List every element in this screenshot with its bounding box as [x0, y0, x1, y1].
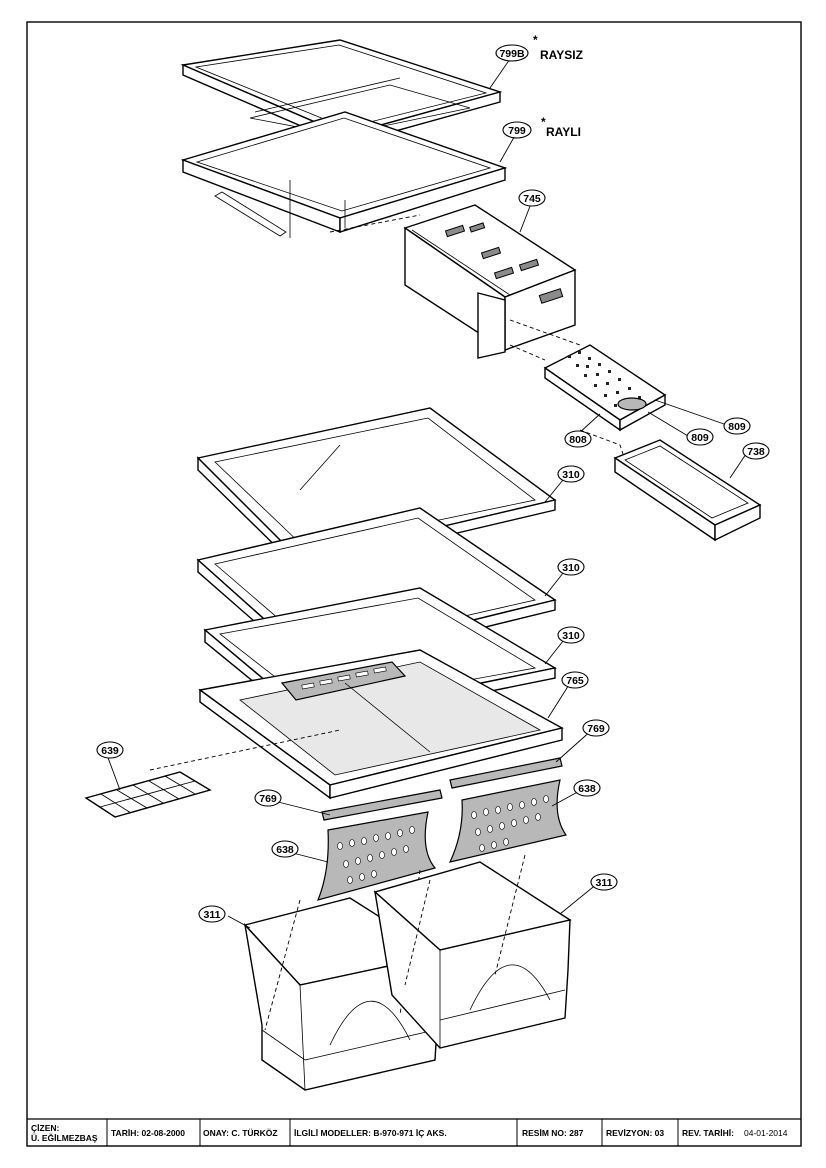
callout-638-a: 638: [271, 840, 299, 858]
callout-639: 639: [96, 741, 124, 759]
part-311-drawer-right: [373, 854, 572, 1049]
callout-311-a: 311: [198, 905, 226, 923]
callout-311-b: 311: [590, 873, 618, 891]
drawing-frame: [26, 21, 802, 1147]
part-769-rail-left: [321, 789, 443, 821]
callout-769-b: 769: [582, 719, 610, 737]
tarih: TARİH: 02-08-2000: [111, 1128, 185, 1138]
cizen-label: ÇİZEN:: [31, 1123, 60, 1133]
part-769-rail-right: [449, 757, 563, 789]
svg-text:310: 310: [562, 562, 580, 574]
svg-text:638: 638: [276, 844, 294, 856]
rev-tarihi-value: 04-01-2014: [744, 1128, 788, 1138]
svg-text:638: 638: [578, 783, 596, 795]
svg-text:769: 769: [259, 793, 277, 805]
callout-310-c: 310: [557, 626, 585, 644]
svg-text:799B: 799B: [499, 48, 525, 60]
svg-text:765: 765: [566, 675, 584, 687]
callout-808: 808: [564, 430, 592, 448]
svg-text:RAYSIZ: RAYSIZ: [540, 48, 583, 62]
svg-text:639: 639: [101, 745, 119, 757]
part-638-cover-left: [316, 811, 437, 901]
svg-text:*: *: [541, 115, 546, 129]
svg-text:808: 808: [569, 434, 587, 446]
callout-765: 765: [561, 671, 589, 689]
callout-799: 799 * RAYLI: [502, 115, 581, 139]
callout-809-a: 809: [723, 417, 751, 435]
callout-745: 745: [518, 189, 546, 207]
title-block: ÇİZEN: Ü. EĞİLMEZBAŞ TARİH: 02-08-2000 O…: [31, 1119, 788, 1146]
onay: ONAY: C. TÜRKÖZ: [203, 1128, 278, 1138]
part-808-ice-tray: [543, 344, 667, 461]
svg-text:*: *: [533, 33, 538, 47]
svg-text:311: 311: [596, 877, 613, 889]
svg-text:745: 745: [523, 193, 541, 205]
part-738-small-tray: [613, 439, 762, 542]
rev-tarihi-label: REV. TARİHİ:: [682, 1128, 734, 1138]
svg-text:738: 738: [747, 446, 765, 458]
part-765-crisper-cover: [198, 649, 564, 800]
svg-text:809: 809: [691, 432, 709, 444]
svg-text:809: 809: [728, 421, 746, 433]
revizyon: REVİZYON: 03: [606, 1128, 664, 1138]
callout-310-b: 310: [557, 558, 585, 576]
svg-text:310: 310: [562, 469, 580, 481]
svg-text:799: 799: [508, 125, 526, 137]
svg-text:311: 311: [204, 909, 221, 921]
svg-text:310: 310: [562, 630, 580, 642]
part-799-shelf-rayli: [180, 111, 508, 238]
cizen-value: Ü. EĞİLMEZBAŞ: [31, 1132, 98, 1143]
svg-text:769: 769: [587, 723, 605, 735]
part-745-chiller-housing: [403, 204, 581, 361]
resim-no: RESİM NO: 287: [522, 1128, 584, 1138]
part-639-filter: [84, 729, 341, 818]
svg-text:RAYLI: RAYLI: [546, 125, 581, 139]
callout-809-b: 809: [686, 428, 714, 446]
callout-638-b: 638: [573, 779, 601, 797]
callout-799b: 799B * RAYSIZ: [495, 33, 583, 62]
callout-310-a: 310: [557, 465, 585, 483]
callout-769-a: 769: [254, 789, 282, 807]
ilgili-modeller: İLGİLİ MODELLER: B-970-971 İÇ AKS.: [294, 1128, 447, 1138]
callout-738: 738: [742, 442, 770, 460]
part-638-cover-right: [448, 779, 568, 863]
